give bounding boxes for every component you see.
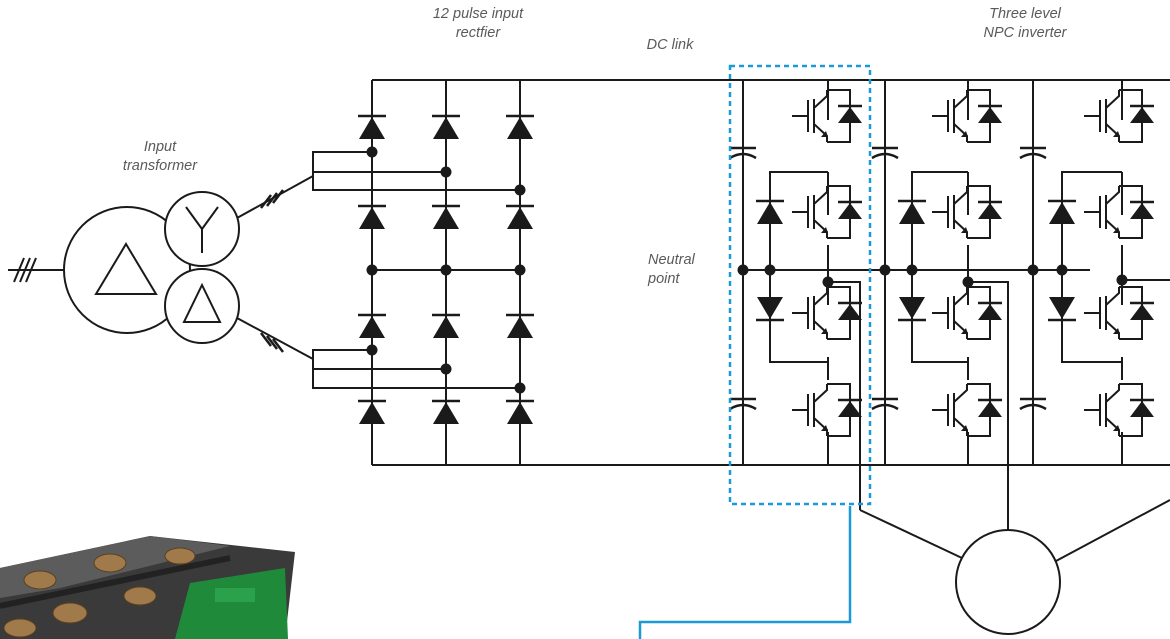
input-transformer (8, 175, 314, 360)
inverter-label-line1: Three level (989, 6, 1061, 22)
highlight-box (638, 64, 872, 639)
dc-link-label-text: DC link (646, 37, 694, 53)
rectifier-label-line2: rectfier (455, 25, 501, 41)
rectifier-label: 12 pulse input rectfier (398, 5, 558, 43)
inverter-leg-3 (800, 80, 1170, 465)
igbt-module-photo (0, 536, 295, 639)
transformer-label: Input transformer (90, 138, 230, 176)
motor (859, 499, 1170, 635)
dc-link-label: DC link (620, 36, 720, 55)
inverter-label-line2: NPC inverter (983, 25, 1067, 41)
inverter-leg-1 (728, 80, 864, 510)
neutral-point-label: Neutral point (620, 251, 720, 289)
rectifier-label-line1: 12 pulse input (432, 6, 524, 22)
transformer-label-line1: Input (143, 139, 177, 155)
neutral-point-label-line2: point (648, 271, 680, 287)
transformer-label-line2: transformer (122, 158, 198, 174)
neutral-point-label-line1: Neutral (648, 252, 695, 268)
inverter-leg-2 (870, 80, 1009, 520)
inverter-label: Three level NPC inverter (945, 5, 1105, 43)
